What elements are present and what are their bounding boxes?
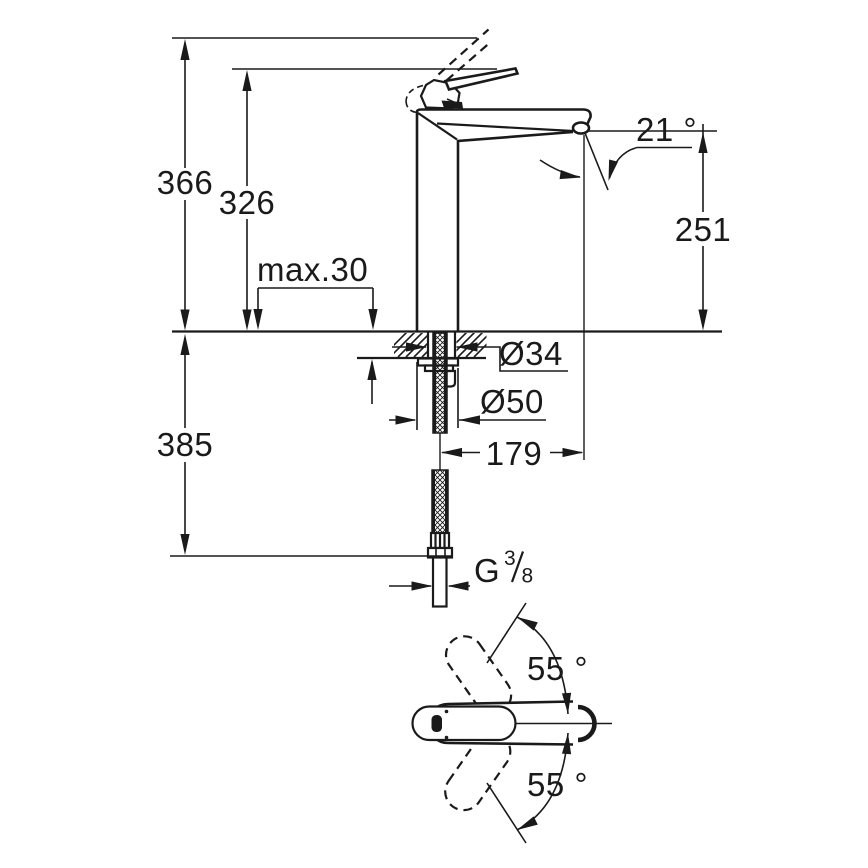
lever-slot bbox=[431, 715, 442, 732]
faucet-body bbox=[415, 108, 592, 331]
dim-label-251: 251 bbox=[675, 211, 732, 248]
dim-label-179: 179 bbox=[486, 435, 543, 472]
faucet-handle bbox=[419, 67, 520, 110]
dim-366: 366 bbox=[157, 37, 477, 331]
top-view: 55 ° 55 ° bbox=[411, 602, 612, 844]
dim-label-326: 326 bbox=[219, 184, 276, 221]
mounting-hardware bbox=[416, 331, 460, 608]
dim-label-g38-num: 3 bbox=[504, 547, 516, 570]
dim-label-55-lower: 55 ° bbox=[527, 766, 588, 803]
dim-label-g38-den: 8 bbox=[522, 565, 534, 588]
raised-lever-dashed bbox=[405, 28, 491, 114]
spout-top-face bbox=[436, 122, 574, 133]
dim-label-max30: max.30 bbox=[257, 251, 368, 288]
dim-label-385: 385 bbox=[157, 426, 214, 463]
dim-21deg: 21 ° bbox=[539, 111, 697, 460]
dim-251: 251 bbox=[588, 124, 731, 331]
dim-label-55-upper: 55 ° bbox=[527, 650, 588, 687]
dim-dia50: Ø50 bbox=[389, 362, 546, 430]
spout-underside bbox=[456, 130, 574, 331]
dim-label-21deg: 21 ° bbox=[636, 111, 697, 148]
front-view: 366 326 385 251 bbox=[157, 28, 731, 608]
dim-55-lower: 55 ° bbox=[486, 732, 588, 844]
dim-385: 385 bbox=[157, 334, 451, 557]
top-view-faucet bbox=[411, 700, 612, 746]
handle-lever-blade bbox=[443, 67, 520, 92]
connection-tube bbox=[431, 556, 448, 608]
mounting-shank bbox=[426, 331, 457, 358]
lever-top-outline bbox=[411, 705, 517, 742]
dim-label-g: G bbox=[474, 552, 500, 589]
dim-label-dia34: Ø34 bbox=[499, 335, 563, 372]
dim-label-366: 366 bbox=[157, 164, 214, 201]
body-chamfer bbox=[417, 112, 458, 141]
dim-dia34: Ø34 bbox=[392, 335, 568, 372]
dim-label-dia50: Ø50 bbox=[480, 383, 544, 420]
spray-angle-line bbox=[584, 132, 609, 191]
spout-end-arc bbox=[577, 704, 597, 743]
fraction-slash bbox=[510, 551, 525, 583]
dim-326: 326 bbox=[219, 68, 497, 331]
aerator bbox=[571, 121, 591, 135]
dim-g38: G 3 8 bbox=[389, 547, 534, 591]
dim-179: 179 bbox=[441, 435, 584, 472]
dim-55-upper: 55 ° bbox=[486, 602, 588, 715]
dim-max30: max.30 bbox=[253, 251, 378, 404]
